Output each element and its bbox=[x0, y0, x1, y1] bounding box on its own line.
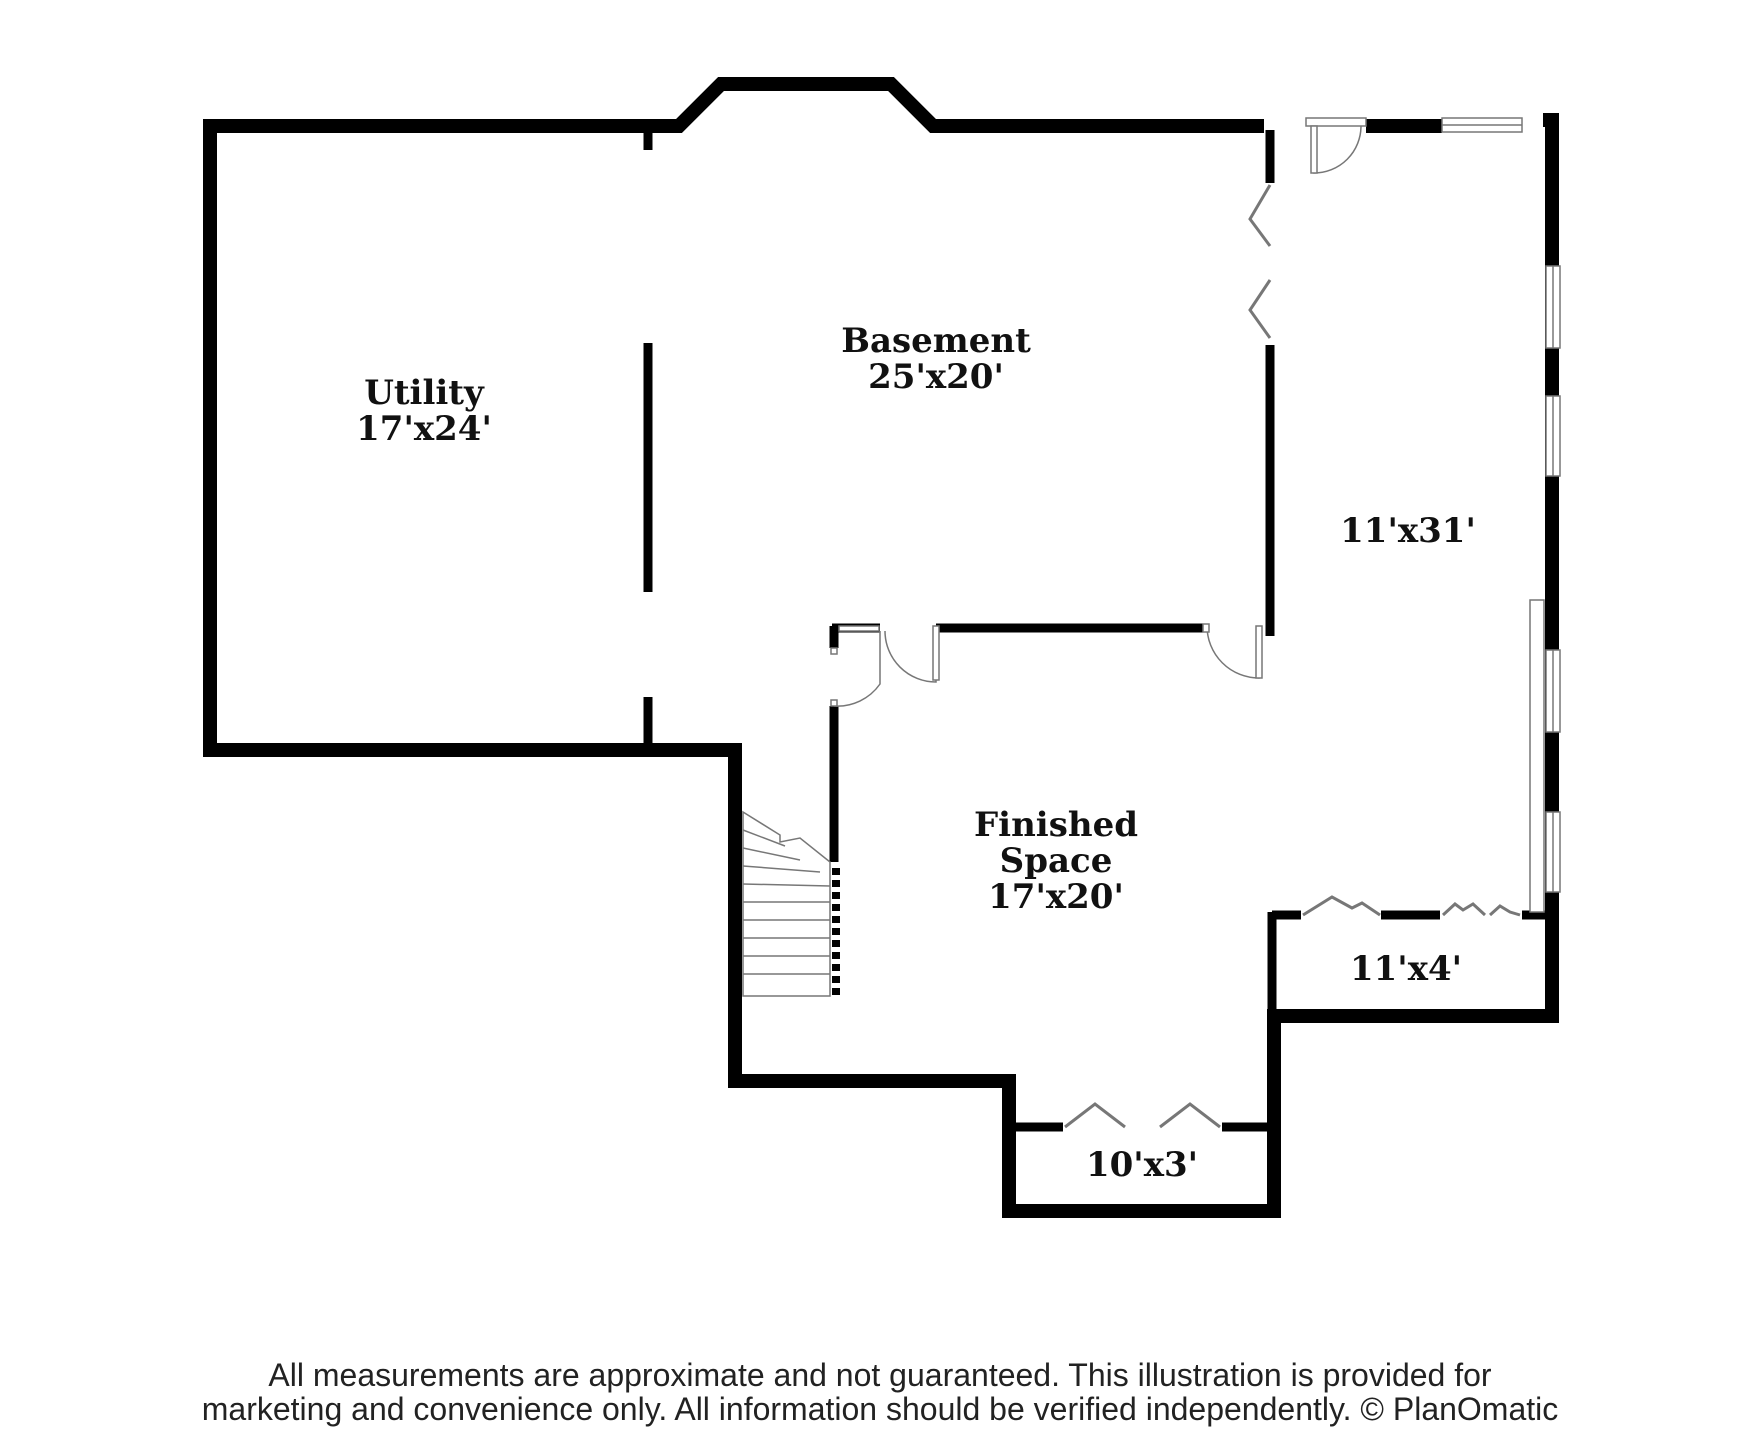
label-closet-right-size: 11'x4' bbox=[1350, 949, 1462, 989]
bifold-door-lower bbox=[1248, 279, 1272, 339]
bifold-closet-bottom-a bbox=[1064, 1102, 1126, 1129]
bifold-closet-right-a bbox=[1302, 895, 1381, 917]
interior-walls bbox=[643, 126, 1548, 1132]
built-in-shelf bbox=[1529, 599, 1545, 913]
bifold-doors bbox=[1064, 184, 1521, 1129]
label-basement-name: Basement bbox=[841, 321, 1031, 361]
staircase bbox=[742, 810, 831, 997]
label-finished-name-2: Space bbox=[1000, 841, 1113, 881]
door-top-exterior bbox=[1313, 125, 1362, 174]
exterior-walls bbox=[203, 77, 1559, 1218]
label-side-room-size: 11'x31' bbox=[1340, 511, 1476, 551]
label-utility-size: 17'x24' bbox=[356, 409, 492, 449]
doors bbox=[830, 117, 1367, 707]
exterior-wall-top bbox=[203, 77, 1559, 1218]
label-closet-bottom-size: 10'x3' bbox=[1086, 1145, 1198, 1185]
label-finished-name-1: Finished bbox=[974, 805, 1138, 845]
windows bbox=[1441, 117, 1561, 913]
label-finished-size: 17'x20' bbox=[988, 877, 1124, 917]
door-basement-finished bbox=[884, 630, 937, 683]
bifold-closet-right-c bbox=[1488, 904, 1521, 917]
bifold-closet-bottom-b bbox=[1159, 1102, 1221, 1129]
door-side-finished bbox=[1206, 625, 1260, 679]
disclaimer-line-1: All measurements are approximate and not… bbox=[268, 1357, 1492, 1393]
disclaimer-line-2: marketing and convenience only. All info… bbox=[201, 1391, 1559, 1427]
bifold-closet-right-b bbox=[1441, 902, 1487, 917]
label-basement-size: 25'x20' bbox=[868, 357, 1004, 397]
room-labels: Utility 17'x24' Basement 25'x20' 11'x31'… bbox=[356, 321, 1476, 1185]
bifold-door-upper bbox=[1248, 184, 1272, 247]
door-finished-left bbox=[833, 631, 881, 707]
label-utility-name: Utility bbox=[364, 373, 485, 413]
